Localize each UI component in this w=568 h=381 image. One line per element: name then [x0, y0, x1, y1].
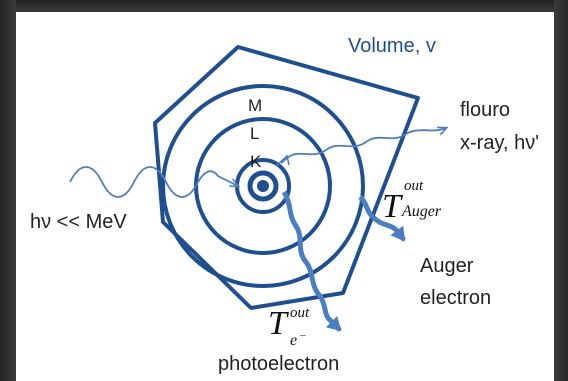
volume-label: Volume, v	[348, 35, 436, 57]
shell-m-circle	[161, 84, 365, 288]
photoelectron-track	[281, 190, 342, 332]
incoming-photon-label: hν << MeV	[30, 211, 127, 233]
nucleus-icon	[247, 170, 279, 202]
photo-T-subscript-sign: −	[299, 330, 306, 342]
photo-T-symbol: T	[268, 305, 289, 342]
frame-top	[0, 0, 568, 12]
volume-boundary	[153, 45, 420, 310]
fluoro-label-line1: flouro	[460, 99, 510, 121]
auger-T-symbol: T	[382, 188, 403, 225]
auger-T-superscript: out	[404, 178, 424, 194]
fluoro-xray-wave	[286, 128, 446, 159]
shell-m-label: M	[248, 96, 262, 115]
shell-k-label: K	[250, 152, 262, 171]
fluoro-label-line2: x-ray, hν'	[460, 132, 539, 154]
auger-label-line2: electron	[420, 287, 491, 309]
photoelectron-label: photoelectron	[218, 353, 339, 375]
frame-right	[554, 0, 568, 381]
fluoro-arrow-back	[280, 157, 288, 164]
auger-T-subscript: Auger	[401, 203, 442, 220]
incoming-photon-wave	[69, 166, 238, 198]
auger-track	[358, 195, 406, 242]
frame-left	[0, 0, 16, 381]
photo-T-superscript: out	[290, 305, 310, 321]
photo-T-subscript: e	[290, 332, 297, 349]
shell-l-label: L	[250, 124, 259, 143]
auger-label-line1: Auger	[420, 255, 474, 277]
